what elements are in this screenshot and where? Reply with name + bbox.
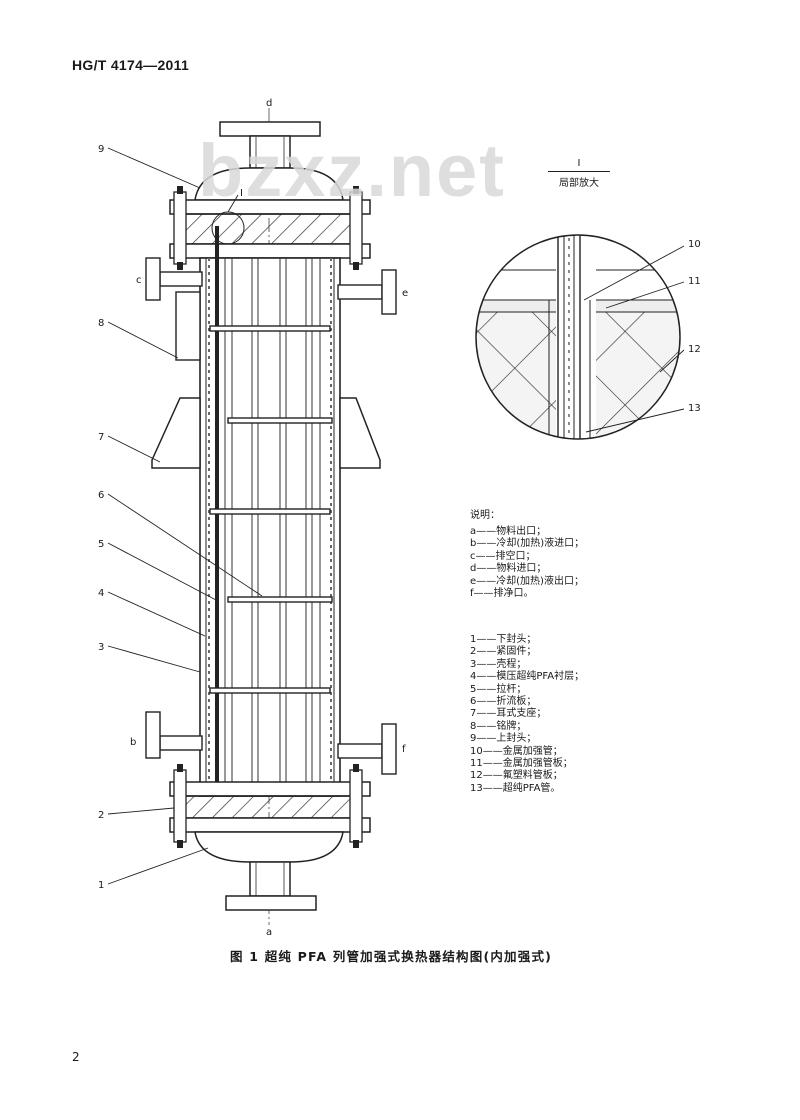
legend-item: 4——模压超纯PFA衬层； xyxy=(470,671,585,683)
legend-item: b——冷却(加热)液进口； xyxy=(470,538,585,550)
legend-item: 2——紧固件； xyxy=(470,646,537,658)
watermark: bzxz.net xyxy=(198,129,506,212)
detail-enlarged-view xyxy=(475,234,681,440)
legend-item: 5——拉杆； xyxy=(470,683,527,695)
vent-nozzle xyxy=(159,271,203,287)
legend-item: 3——壳程； xyxy=(470,658,527,670)
legend-item: a——物料出口； xyxy=(470,526,547,537)
port-label-a: a xyxy=(266,927,272,938)
legend-item: 13——超纯PFA管。 xyxy=(470,782,561,794)
tie-rod xyxy=(215,226,219,786)
bottom-nozzle-flange xyxy=(225,895,317,911)
legend-item: 7——耳式支座； xyxy=(470,708,547,720)
part-number-9: 9 xyxy=(98,144,104,155)
coolant-inlet-nozzle xyxy=(159,735,203,751)
port-label-b: b xyxy=(130,737,136,748)
tube-bundle xyxy=(224,258,321,796)
bolt xyxy=(173,769,187,843)
legend-item: c——排空口； xyxy=(470,550,536,562)
detail-title: I 局部放大 xyxy=(548,158,610,189)
part-number-10: 10 xyxy=(688,239,701,250)
part-number-13: 13 xyxy=(688,403,701,414)
part-number-3: 3 xyxy=(98,642,104,653)
legend-item: f——排净口。 xyxy=(470,588,534,600)
part-number-5: 5 xyxy=(98,539,104,550)
page-number: 2 xyxy=(72,1050,80,1064)
lug-support-left xyxy=(151,397,201,469)
legend-item: 10——金属加强管； xyxy=(470,745,563,757)
port-label-f: f xyxy=(402,744,406,755)
legend-item: 11——金属加强管板； xyxy=(470,758,573,770)
legend-item: 9——上封头； xyxy=(470,733,537,745)
detail-marker-label: I xyxy=(240,188,243,199)
bolt xyxy=(173,191,187,265)
part-number-2: 2 xyxy=(98,810,104,821)
part-number-4: 4 xyxy=(98,588,104,599)
part-number-12: 12 xyxy=(688,344,701,355)
lower-tube-sheet xyxy=(181,795,357,819)
legend-item: 8——铭牌； xyxy=(470,720,527,732)
upper-head xyxy=(194,167,344,201)
nameplate xyxy=(175,291,201,361)
part-legend: 1——下封头； 2——紧固件； 3——壳程； 4——模压超纯PFA衬层； 5——… xyxy=(470,634,584,795)
port-label-c: c xyxy=(136,275,142,286)
coolant-outlet-nozzle xyxy=(337,284,383,300)
standard-code: HG/T 4174—2011 xyxy=(72,57,190,73)
upper-tube-sheet xyxy=(181,213,357,245)
baffles xyxy=(209,325,333,694)
legend-item: e——冷却(加热)液出口； xyxy=(470,575,584,587)
part-number-7: 7 xyxy=(98,432,104,443)
figure-caption: 图 1 超纯 PFA 列管加强式换热器结构图(内加强式) xyxy=(230,949,553,964)
legend-heading: 说明： xyxy=(470,510,500,521)
drain-nozzle xyxy=(337,743,383,759)
shell xyxy=(199,257,341,797)
lower-head xyxy=(194,831,344,863)
detail-label: 局部放大 xyxy=(559,178,599,189)
port-label-e: e xyxy=(402,288,408,299)
detail-marker: I xyxy=(577,158,581,169)
part-number-1: 1 xyxy=(98,880,104,891)
bolt xyxy=(349,769,363,843)
legend-item: 12——氟塑料管板； xyxy=(470,770,563,782)
legend-item: 6——折流板； xyxy=(470,696,537,708)
port-legend: a——物料出口； b——冷却(加热)液进口； c——排空口； d——物料进口； … xyxy=(470,526,584,600)
part-number-11: 11 xyxy=(688,276,701,287)
port-label-d: d xyxy=(266,98,272,109)
legend-item: 1——下封头； xyxy=(470,634,537,645)
legend-item: d——物料进口； xyxy=(470,563,547,575)
lug-support-right xyxy=(339,397,381,469)
part-number-8: 8 xyxy=(98,318,104,329)
part-number-6: 6 xyxy=(98,490,104,501)
